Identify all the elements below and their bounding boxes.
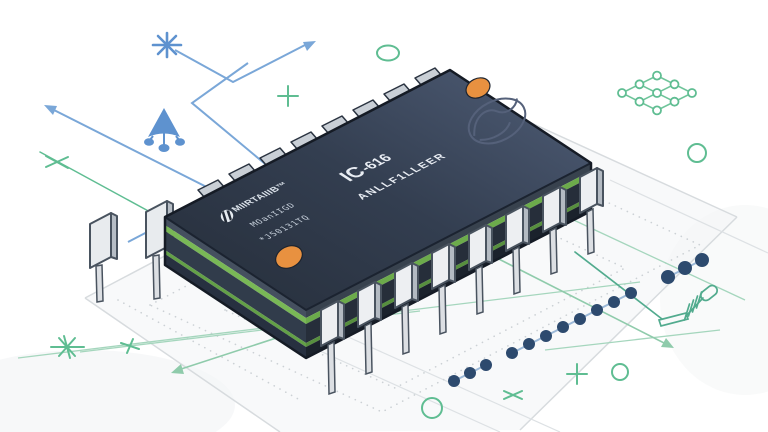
plus-icon	[277, 85, 299, 107]
green-stripe	[165, 250, 306, 347]
chip-left-pins	[89, 200, 174, 303]
pin-leg	[152, 254, 161, 300]
arrow-up-left-icon	[44, 105, 57, 115]
pin-shoulder-side	[110, 212, 118, 260]
circle-icon	[376, 44, 400, 62]
circle-icon	[421, 397, 443, 419]
green-trace	[39, 151, 153, 214]
chip-side-left	[165, 217, 306, 358]
asterisk-icon	[151, 31, 183, 59]
plus-icon	[566, 363, 588, 385]
solder-dot-chains	[448, 253, 709, 387]
embossed-logo-icon	[467, 97, 527, 145]
orange-dot	[275, 245, 303, 269]
green-symbols	[39, 44, 707, 419]
orange-dot	[465, 77, 491, 99]
board-dotted-grid	[117, 137, 702, 413]
tick-icon	[120, 338, 140, 354]
pin-shoulders	[320, 167, 604, 347]
arrow-up-right-icon	[303, 41, 316, 51]
dot-chain	[448, 253, 709, 387]
pin-legs	[327, 207, 595, 396]
green-stripe	[165, 225, 306, 324]
oscillator-icon	[574, 251, 719, 328]
pin-leg	[95, 264, 104, 303]
cross-icon	[503, 390, 523, 400]
circle-icon	[611, 363, 629, 381]
brand-logo-icon	[220, 209, 234, 223]
pin-shoulder	[89, 212, 112, 269]
front-edge	[164, 162, 592, 312]
pcb-footprint-icon	[617, 70, 697, 116]
chip-top-face	[165, 70, 591, 310]
circle-icon	[687, 143, 707, 163]
antenna-triangle-icon	[144, 108, 185, 152]
chip-front-pins	[320, 167, 604, 396]
asterisk-icon	[50, 335, 85, 359]
